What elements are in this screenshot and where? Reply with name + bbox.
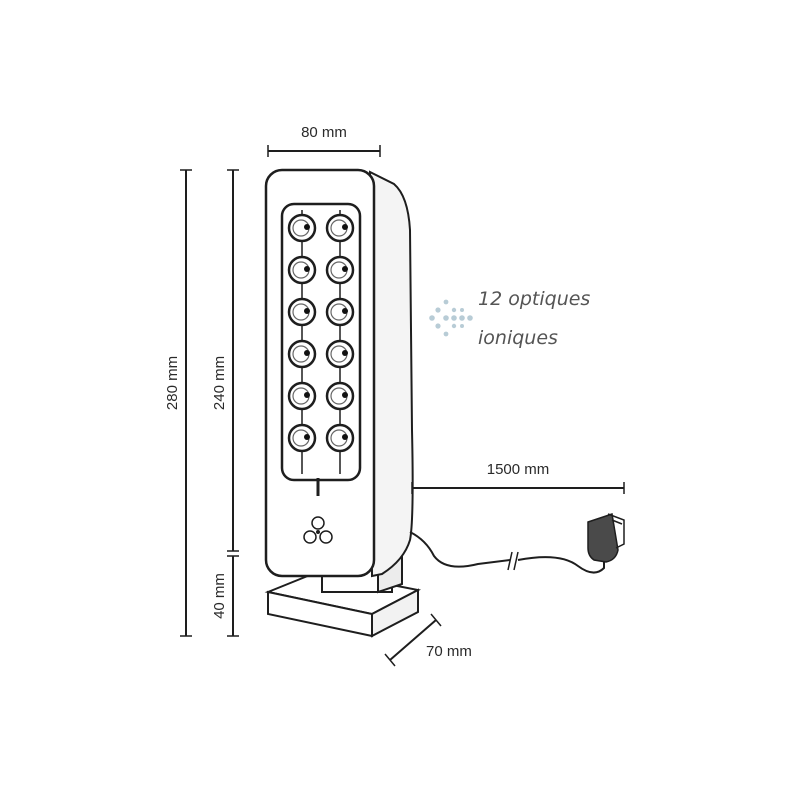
- adapter-prong: [611, 519, 623, 525]
- callout-line-1: 12 optiques: [478, 288, 590, 310]
- led-optic: [325, 381, 355, 411]
- base-height-dimension: 40 mm: [211, 555, 239, 637]
- led-array: [287, 213, 355, 453]
- led-optic: [287, 423, 317, 453]
- depth-dimension: 70 mm: [384, 613, 472, 667]
- led-optic: [325, 423, 355, 453]
- led-optic: [287, 255, 317, 285]
- depth-tick-back: [430, 613, 442, 627]
- depth-label: 70 mm: [426, 643, 472, 660]
- led-optic: [325, 297, 355, 327]
- cable-break-2: [513, 551, 519, 571]
- cable-segment-2: [517, 556, 605, 574]
- cable-length-label: 1500 mm: [487, 461, 550, 478]
- power-cable: [409, 531, 605, 574]
- led-optic: [325, 339, 355, 369]
- led-optic: [287, 339, 317, 369]
- total-height-dimension: 280 mm: [164, 169, 192, 637]
- adapter-body: [587, 513, 619, 563]
- led-optic: [325, 213, 355, 243]
- base-height-label: 40 mm: [211, 573, 228, 619]
- cable-length-dimension: 1500 mm: [411, 461, 625, 494]
- base-side-face: [371, 588, 419, 638]
- adapter-plug-frame: [607, 513, 625, 549]
- led-optic: [287, 297, 317, 327]
- cable-segment-1: [409, 531, 511, 568]
- led-optic: [287, 213, 317, 243]
- device-body: [264, 168, 414, 578]
- led-optic: [287, 381, 317, 411]
- body-height-label: 240 mm: [211, 356, 228, 410]
- body-height-dimension: 240 mm: [211, 169, 239, 552]
- width-label: 80 mm: [301, 124, 347, 141]
- dotted-arrow-icon: [429, 299, 473, 337]
- callout-line-2: ioniques: [478, 327, 558, 349]
- body-side-panel: [368, 170, 414, 578]
- depth-dimension-line: [389, 619, 437, 661]
- total-height-label: 280 mm: [164, 356, 181, 410]
- ion-callout: 12 optiques ioniques: [429, 288, 590, 349]
- led-optic: [325, 255, 355, 285]
- cable-break-1: [507, 551, 513, 571]
- depth-tick-front: [384, 653, 396, 667]
- fan-icon: [303, 516, 333, 544]
- width-dimension: 80 mm: [267, 124, 381, 157]
- power-adapter-icon: [587, 513, 625, 563]
